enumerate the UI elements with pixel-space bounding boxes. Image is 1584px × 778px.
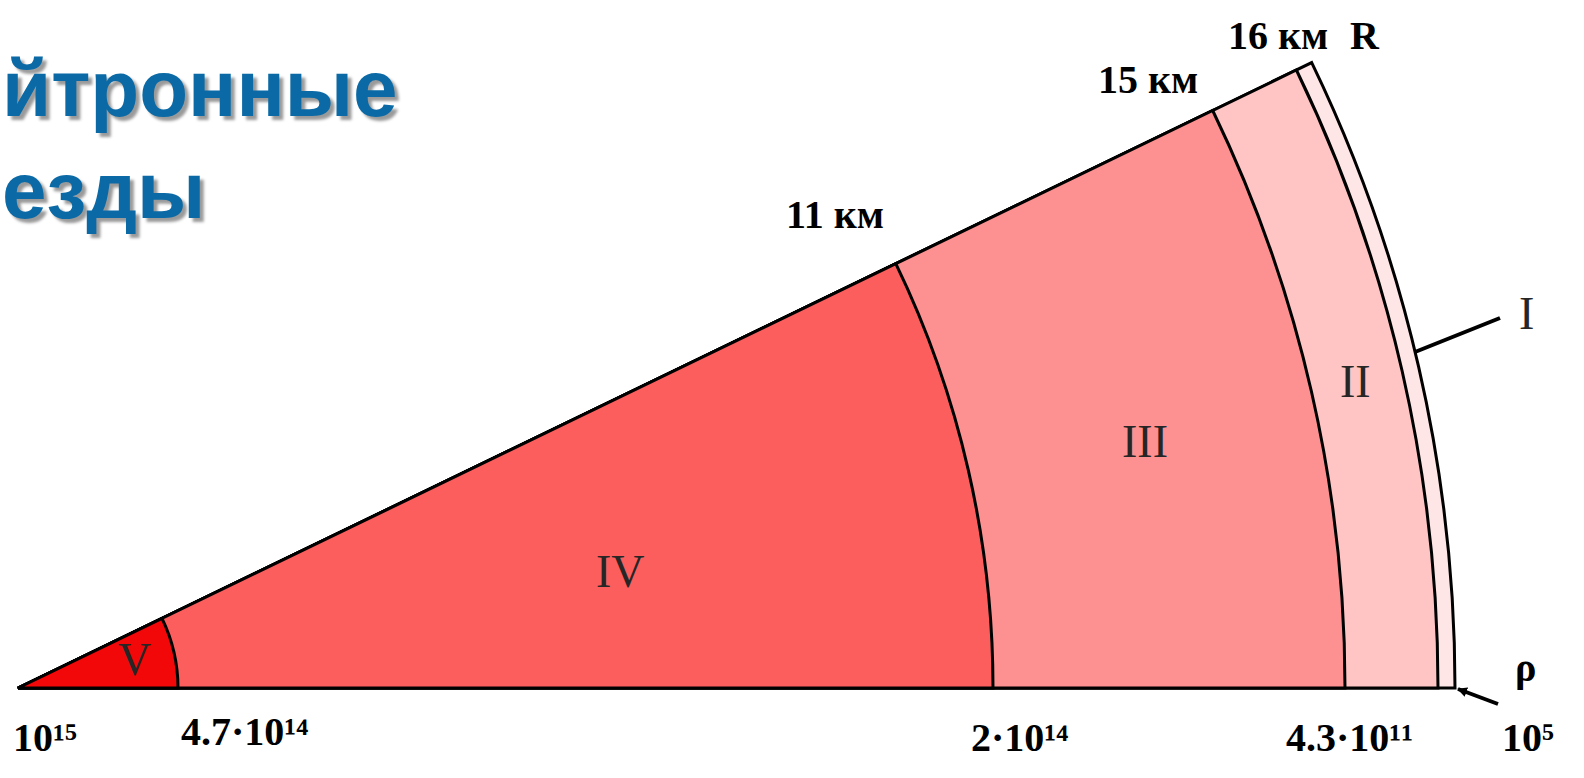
dimension-label: 4.3·10¹¹ xyxy=(1286,718,1413,758)
layer-iii xyxy=(18,111,1345,689)
label-text: R xyxy=(1350,13,1379,58)
title: йтронные езды xyxy=(2,38,482,242)
density-arrow xyxy=(1458,689,1498,704)
label-text: 4.3·10¹¹ xyxy=(1286,715,1413,760)
label-text: 16 км xyxy=(1228,13,1328,58)
layer-i xyxy=(18,63,1455,688)
dimension-label: 15 км xyxy=(1098,60,1198,100)
dimension-label: 16 км xyxy=(1228,16,1328,56)
label-text: 15 км xyxy=(1098,57,1198,102)
label-text: 10⁵ xyxy=(1502,715,1554,760)
dimension-label: ρ xyxy=(1515,648,1536,688)
title-text: йтронные езды xyxy=(2,44,398,235)
dimension-label: 10¹⁵ xyxy=(13,718,77,758)
layer-v xyxy=(18,618,178,688)
layer-iv xyxy=(18,264,993,688)
layer-label: II xyxy=(1340,359,1371,405)
layer-numeral: I xyxy=(1519,288,1534,339)
label-text: 4.7·10¹⁴ xyxy=(181,709,308,754)
dimension-label: 10⁵ xyxy=(1502,718,1554,758)
layer-label: I xyxy=(1519,291,1534,337)
dimension-label: 11 км xyxy=(786,195,884,235)
dimension-label: 2·10¹⁴ xyxy=(971,718,1068,758)
layer-label: IV xyxy=(596,549,645,595)
label-text: 2·10¹⁴ xyxy=(971,715,1068,760)
label-text: 10¹⁵ xyxy=(13,715,77,760)
dimension-label: R xyxy=(1350,16,1379,56)
label-text: 11 км xyxy=(786,192,884,237)
label-text: ρ xyxy=(1515,645,1536,690)
leader-line xyxy=(1415,318,1500,352)
layer-ii xyxy=(18,70,1438,688)
dimension-label: 4.7·10¹⁴ xyxy=(181,712,308,752)
layer-numeral: IV xyxy=(596,546,645,597)
layer-numeral: V xyxy=(118,634,151,685)
layer-label: V xyxy=(118,637,151,683)
layer-numeral: II xyxy=(1340,356,1371,407)
layer-numeral: III xyxy=(1122,416,1168,467)
layer-label: III xyxy=(1122,419,1168,465)
